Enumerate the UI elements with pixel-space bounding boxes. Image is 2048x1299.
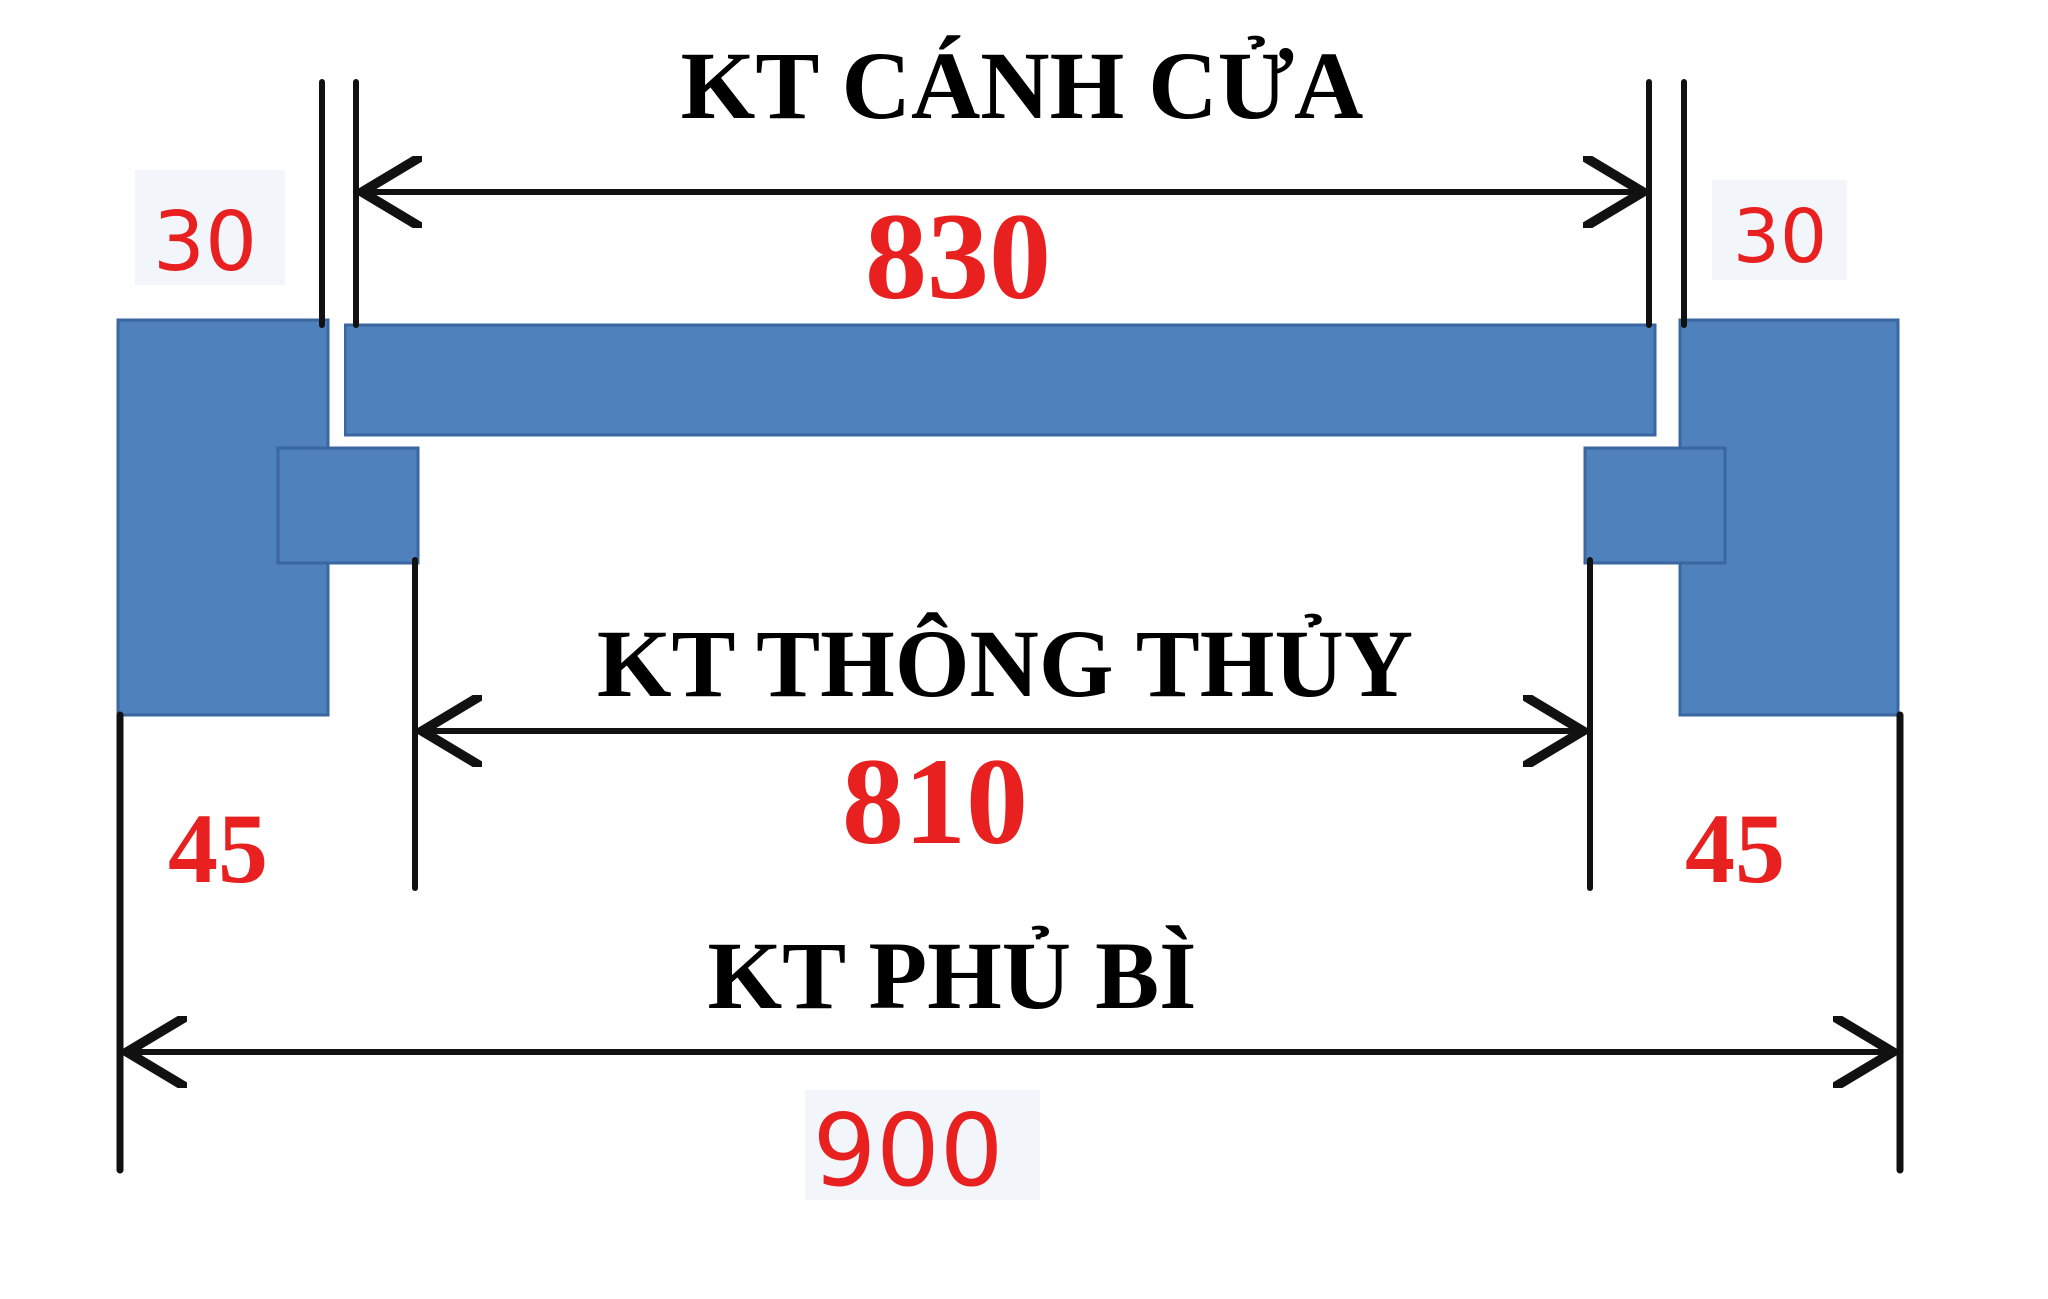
offset-top-left: 30 (153, 195, 257, 290)
clear-opening-title: KT THÔNG THỦY (597, 610, 1413, 717)
offset-bottom-right: 45 (1685, 793, 1785, 904)
offset-top-right: 30 (1733, 194, 1827, 280)
value-bg-top-right (1712, 180, 1847, 280)
value-bg-overall (805, 1090, 1040, 1200)
door-frame-left (116, 318, 420, 717)
overall-value: 900 (813, 1092, 1004, 1209)
clear-opening-value: 810 (842, 733, 1028, 870)
door-leaf (343, 323, 1657, 437)
overall-title: KT PHỦ BÌ (708, 922, 1197, 1029)
door-leaf-title: KT CÁNH CỬA (681, 32, 1364, 139)
offset-bottom-left: 45 (168, 793, 268, 904)
door-frame-right (1583, 318, 1900, 717)
value-bg-top-left (135, 170, 285, 285)
door-leaf-value: 830 (865, 188, 1051, 325)
